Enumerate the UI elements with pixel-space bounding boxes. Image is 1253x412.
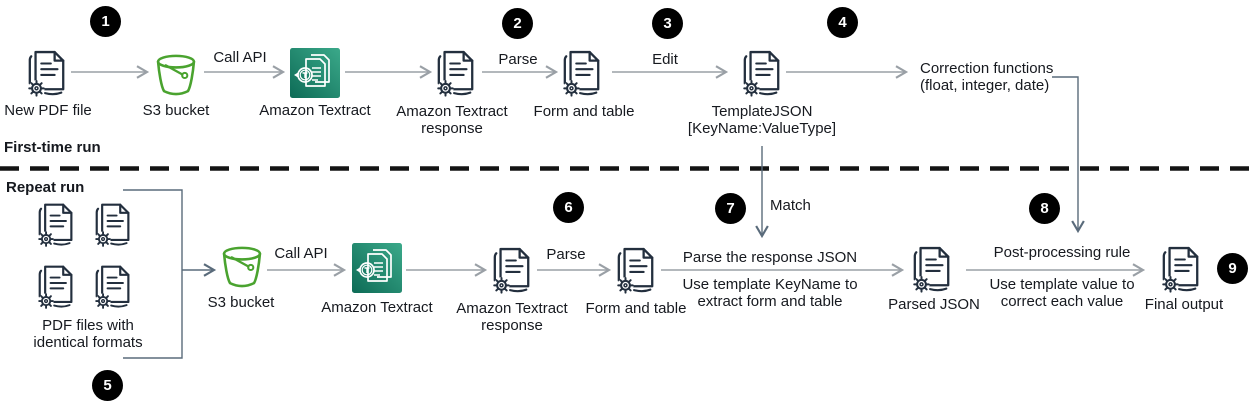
step-badge-5: 5	[92, 370, 123, 401]
parse-response-json-title: Parse the response JSON	[682, 249, 858, 266]
parse-response-json-subtitle: Use template KeyName to extract form and…	[682, 276, 858, 310]
s3-bucket-label: S3 bucket	[142, 102, 210, 119]
form-table-label: Form and table	[585, 300, 687, 317]
form-table-label: Form and table	[533, 103, 635, 120]
textract-response-label: Amazon Textract response	[396, 103, 508, 137]
step-badge-7: 7	[715, 193, 746, 224]
pdf-files-label: PDF files with identical formats	[33, 317, 143, 351]
s3-bucket-icon	[153, 52, 199, 98]
parsed-json-document-icon	[911, 245, 953, 295]
step-badge-4: 4	[827, 7, 858, 38]
final-output-document-icon	[1160, 245, 1202, 295]
amazon-textract-label: Amazon Textract	[321, 299, 433, 316]
parse-label: Parse	[546, 246, 586, 263]
amazon-textract-icon	[290, 48, 340, 98]
s3-bucket-label: S3 bucket	[207, 294, 275, 311]
parse-label: Parse	[498, 51, 538, 68]
s3-bucket-icon	[219, 244, 265, 290]
step-badge-3: 3	[652, 8, 683, 39]
call-api-label: Call API	[274, 245, 328, 262]
new-pdf-label: New PDF file	[4, 102, 92, 119]
call-api-label: Call API	[213, 49, 267, 66]
textract-response-label: Amazon Textract response	[456, 300, 568, 334]
form-table-document-icon	[615, 246, 657, 296]
template-json-label: TemplateJSON [KeyName:ValueType]	[687, 103, 837, 137]
pdf-document-icon	[36, 202, 76, 249]
post-processing-title: Post-processing rule	[993, 244, 1131, 261]
amazon-textract-icon	[352, 243, 402, 293]
textract-response-document-icon	[491, 246, 533, 296]
correction-functions-label: Correction functions (float, integer, da…	[920, 60, 1054, 94]
final-output-label: Final output	[1144, 296, 1224, 313]
pdf-document-icon	[93, 202, 133, 249]
edit-label: Edit	[652, 51, 678, 68]
step-badge-8: 8	[1029, 193, 1060, 224]
step-badge-1: 1	[90, 6, 121, 37]
amazon-textract-label: Amazon Textract	[259, 102, 371, 119]
step-badge-9: 9	[1217, 253, 1248, 284]
new-pdf-document-icon	[26, 49, 68, 99]
match-label: Match	[770, 197, 811, 214]
step-badge-2: 2	[502, 8, 533, 39]
textract-response-document-icon	[435, 49, 477, 99]
pdf-document-icon	[93, 264, 133, 311]
step-badge-6: 6	[553, 192, 584, 223]
template-json-document-icon	[741, 49, 783, 99]
repeat-run-label: Repeat run	[6, 179, 85, 196]
pdf-document-icon	[36, 264, 76, 311]
first-time-run-label: First-time run	[4, 139, 101, 156]
parsed-json-label: Parsed JSON	[888, 296, 980, 313]
post-processing-subtitle: Use template value to correct each value	[989, 276, 1135, 310]
form-table-document-icon	[561, 49, 603, 99]
